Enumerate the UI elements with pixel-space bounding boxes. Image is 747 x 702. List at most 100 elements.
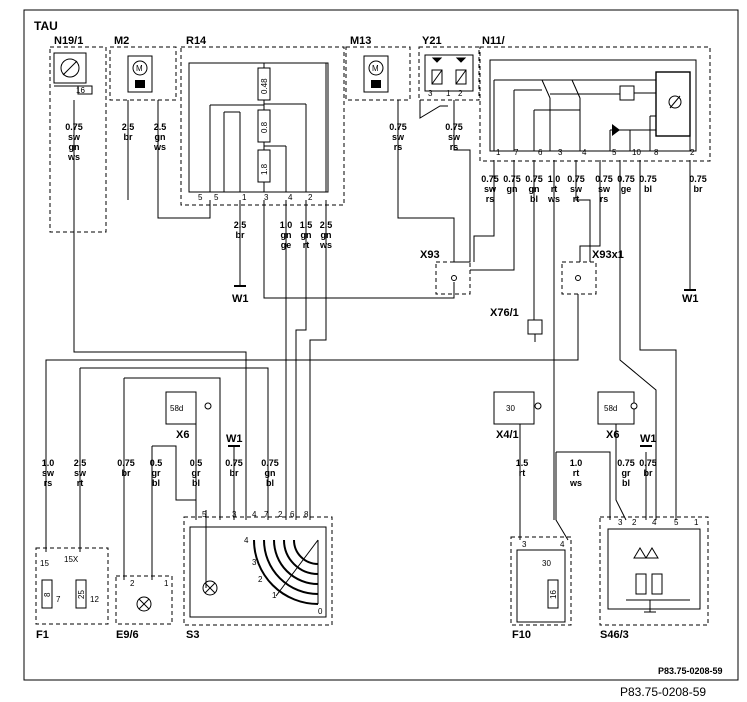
wire-spec-f10-1: rt bbox=[519, 468, 526, 478]
wire-spec-n11_10-0: 0.75 bbox=[617, 174, 635, 184]
wire-spec-m13-2: rs bbox=[394, 142, 403, 152]
pin-s46-1: 2 bbox=[632, 518, 637, 527]
pin-f1-2: 15X bbox=[64, 555, 79, 564]
n19-sensor-symbol bbox=[60, 58, 80, 78]
s3-rotary-switch bbox=[202, 539, 319, 605]
wire-spec-f10-0: 1.5 bbox=[516, 458, 529, 468]
pin-s3_pos-2: 2 bbox=[258, 575, 263, 584]
pin-f1-3: 12 bbox=[90, 595, 99, 604]
resistor-value-3: 1.8 bbox=[260, 163, 269, 175]
component-S3-box bbox=[183, 516, 333, 626]
wire-spec-r14_3-2: ge bbox=[281, 240, 292, 250]
wire-spec-s46a-1: gr bbox=[622, 468, 631, 478]
component-N11-box bbox=[479, 46, 711, 162]
pin-s3-3: 7 bbox=[264, 510, 269, 519]
pin-n11-4: 4 bbox=[582, 148, 587, 157]
wire-spec-n11_5-0: 0.75 bbox=[595, 174, 613, 184]
pin-n11-6: 10 bbox=[632, 148, 641, 157]
wire-spec-e96b-0: 0.5 bbox=[150, 458, 163, 468]
r14-inner-box bbox=[188, 62, 329, 193]
wire-spec-n11_10-1: ge bbox=[621, 184, 632, 194]
pin-s3_pos-0: 4 bbox=[244, 536, 249, 545]
wire-spec-m2b-1: gn bbox=[155, 132, 166, 142]
wire-spec-n11_2-0: 0.75 bbox=[689, 174, 707, 184]
label-N11: N11/ bbox=[482, 35, 505, 47]
pin-r14-3: 3 bbox=[264, 193, 269, 202]
wire-spec-n11_3-0: 1.0 bbox=[548, 174, 561, 184]
terminal-58d-b: 58d bbox=[604, 404, 617, 413]
wire-spec-f1-0: 1.0 bbox=[42, 458, 55, 468]
component-S46-3-box bbox=[599, 516, 709, 626]
connector-X93-box bbox=[435, 261, 471, 295]
wire-spec-s3c-2: bl bbox=[266, 478, 274, 488]
pin-f10-2: 30 bbox=[542, 559, 551, 568]
pin-r14-5: 2 bbox=[308, 193, 313, 202]
pin-r14-4: 4 bbox=[288, 193, 293, 202]
wire-spec-f10b-0: 1.0 bbox=[570, 458, 583, 468]
wire-spec-n11_6-1: gn bbox=[529, 184, 540, 194]
wire-spec-n11_4-0: 0.75 bbox=[567, 174, 585, 184]
n11-internal-circuit bbox=[493, 79, 691, 151]
wire-spec-s3c-0: 0.75 bbox=[261, 458, 279, 468]
terminal-dots bbox=[204, 275, 638, 410]
ground-symbols bbox=[228, 285, 696, 447]
component-F10-box bbox=[510, 536, 572, 626]
wire-spec-e96a-0: 0.75 bbox=[117, 458, 135, 468]
label-W1-c: W1 bbox=[226, 433, 243, 445]
wire-spec-r14_4-1: gn bbox=[301, 230, 312, 240]
pin-s46-2: 4 bbox=[652, 518, 657, 527]
wire-spec-n11_5-1: sw bbox=[598, 184, 611, 194]
pin-r14-2: 1 bbox=[242, 193, 247, 202]
pin-s46-3: 5 bbox=[674, 518, 679, 527]
wire-spec-m2b-0: 2.5 bbox=[154, 122, 167, 132]
pin-n11-2: 6 bbox=[538, 148, 543, 157]
wire-spec-n11_8-0: 0.75 bbox=[639, 174, 657, 184]
x6-terminal-a-box bbox=[165, 391, 197, 425]
wire-labels: 0.75swgnws2.5br2.5gnws2.5br1.0gnge1.5gnr… bbox=[42, 122, 707, 488]
component-E9-6-box bbox=[115, 575, 173, 625]
wire-spec-r14_3-1: gn bbox=[281, 230, 292, 240]
wire-spec-y21-1: sw bbox=[448, 132, 461, 142]
pin-f10-0: 3 bbox=[522, 540, 527, 549]
wire-spec-n11_1-1: sw bbox=[484, 184, 497, 194]
wire-spec-n11_6-2: bl bbox=[530, 194, 538, 204]
pin-y21-2: 2 bbox=[458, 89, 463, 98]
wire-spec-m13-0: 0.75 bbox=[389, 122, 407, 132]
wire-spec-s46a-0: 0.75 bbox=[617, 458, 635, 468]
n11-module bbox=[655, 71, 691, 137]
component-F1-box bbox=[35, 547, 109, 625]
reference-outer: P83.75-0208-59 bbox=[620, 685, 706, 699]
e9-6-lamp-icon bbox=[136, 596, 152, 612]
label-X4-1: X4/1 bbox=[496, 429, 519, 441]
wire-spec-r14_5-1: br bbox=[236, 230, 245, 240]
pin-s3-0: 5 bbox=[202, 510, 207, 519]
y21-valve-icon bbox=[431, 57, 467, 85]
wire-spec-e96a-1: br bbox=[122, 468, 131, 478]
fuse-f1b-value: 25 bbox=[77, 590, 86, 599]
wire-spec-r14_2-0: 2.5 bbox=[320, 220, 333, 230]
resistor-value-1: 0.48 bbox=[260, 78, 269, 94]
wire-spec-s46b-1: br bbox=[644, 468, 653, 478]
pin-n11-0: 1 bbox=[496, 148, 501, 157]
label-X6-a: X6 bbox=[176, 429, 189, 441]
pin-e96-1: 1 bbox=[164, 579, 169, 588]
wire-spec-n11_4-2: rt bbox=[573, 194, 580, 204]
wire-spec-f10b-2: ws bbox=[569, 478, 582, 488]
wire-spec-n11_4-1: sw bbox=[570, 184, 583, 194]
wire-spec-f1b-2: rt bbox=[77, 478, 84, 488]
wire-spec-n11_3-1: rt bbox=[551, 184, 558, 194]
label-M2: M2 bbox=[114, 35, 129, 47]
wire-spec-m2b-2: ws bbox=[153, 142, 166, 152]
r14-resistor-chain bbox=[209, 63, 327, 192]
component-M13-box bbox=[345, 46, 411, 101]
wire-spec-r14_4-2: rt bbox=[303, 240, 310, 250]
wire-spec-r14_2-1: gn bbox=[321, 230, 332, 240]
wire-spec-n11_8-1: bl bbox=[644, 184, 652, 194]
label-F10: F10 bbox=[512, 629, 531, 641]
wire-spec-n11_7-0: 0.75 bbox=[503, 174, 521, 184]
pin-s3-4: 2 bbox=[278, 510, 283, 519]
component-M2-box bbox=[109, 46, 177, 101]
wire-spec-n19-0: 0.75 bbox=[65, 122, 83, 132]
